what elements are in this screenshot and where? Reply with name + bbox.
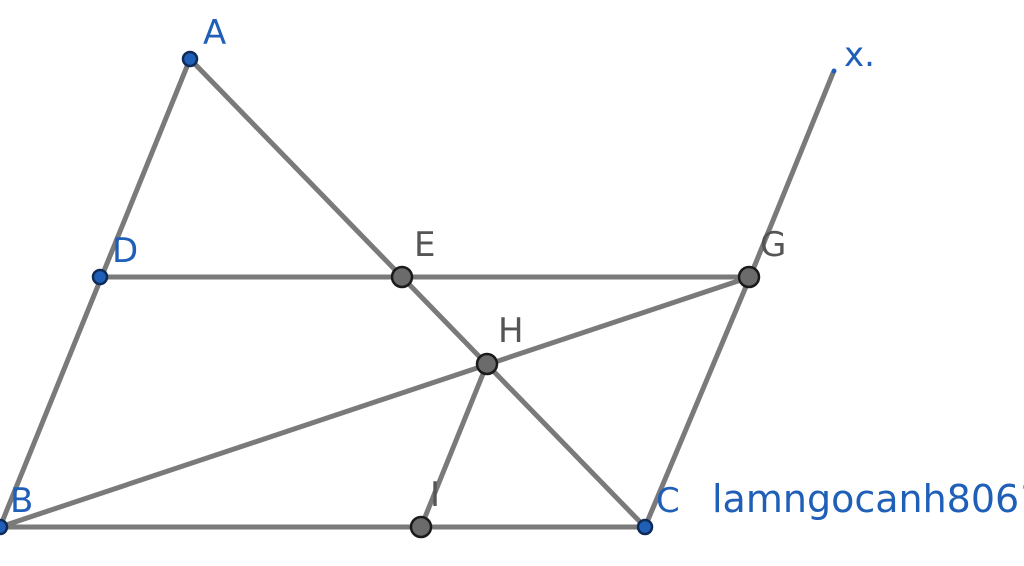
label-x: x.: [844, 35, 875, 75]
segment-CG: [642, 274, 753, 530]
label-E: E: [414, 225, 435, 265]
point-A: [181, 50, 199, 68]
point-x: [831, 68, 837, 74]
credit-text: lamngocanh8061: [712, 477, 1024, 521]
point-C: [636, 518, 654, 536]
label-I: I: [430, 475, 440, 515]
segment-HI: [418, 361, 490, 530]
label-A: A: [203, 13, 226, 53]
label-C: C: [656, 481, 680, 521]
point-D: [91, 268, 109, 286]
ray-Gx: [747, 70, 836, 280]
label-B: B: [10, 481, 33, 521]
label-H: H: [498, 311, 524, 351]
point-B: [0, 518, 9, 536]
point-E: [390, 265, 414, 289]
point-I: [409, 515, 433, 539]
point-G: [737, 265, 761, 289]
label-G: G: [760, 225, 786, 265]
point-H: [475, 352, 499, 376]
segment-BG: [0, 274, 753, 530]
segment-AC: [187, 56, 648, 530]
label-D: D: [112, 231, 138, 271]
segment-AB: [0, 56, 193, 530]
